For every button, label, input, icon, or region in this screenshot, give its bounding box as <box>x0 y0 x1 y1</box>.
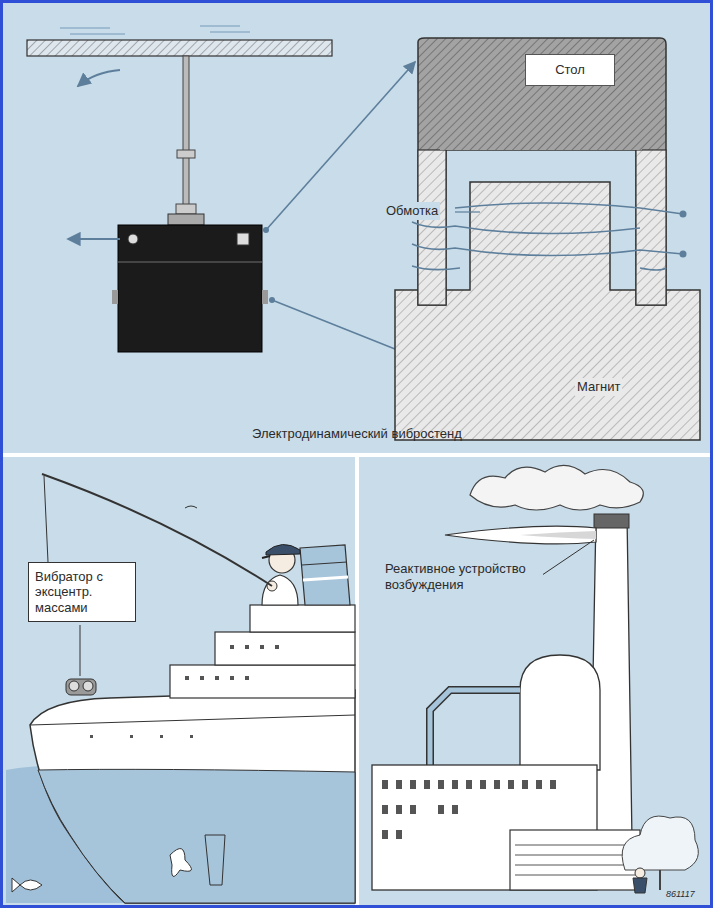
part-name: Магнит <box>575 378 622 396</box>
part-name: Реактивное устройство возбуждения <box>383 560 543 593</box>
part-name: Обмотка <box>384 202 440 220</box>
suspended-shaker <box>27 26 415 355</box>
box-text: Вибратор с эксцентр. массами <box>35 569 129 616</box>
caption: Электродинамический вибростенд <box>252 426 462 442</box>
callout-box: Вибратор с эксцентр. массами <box>28 562 136 622</box>
table-label-box: Стол <box>525 54 615 86</box>
shaker-cross-section <box>395 38 700 440</box>
figure-number: 861117 <box>664 888 697 901</box>
factory-scene <box>372 465 698 893</box>
box-text: Стол <box>532 62 608 78</box>
ship-scene <box>6 474 355 903</box>
